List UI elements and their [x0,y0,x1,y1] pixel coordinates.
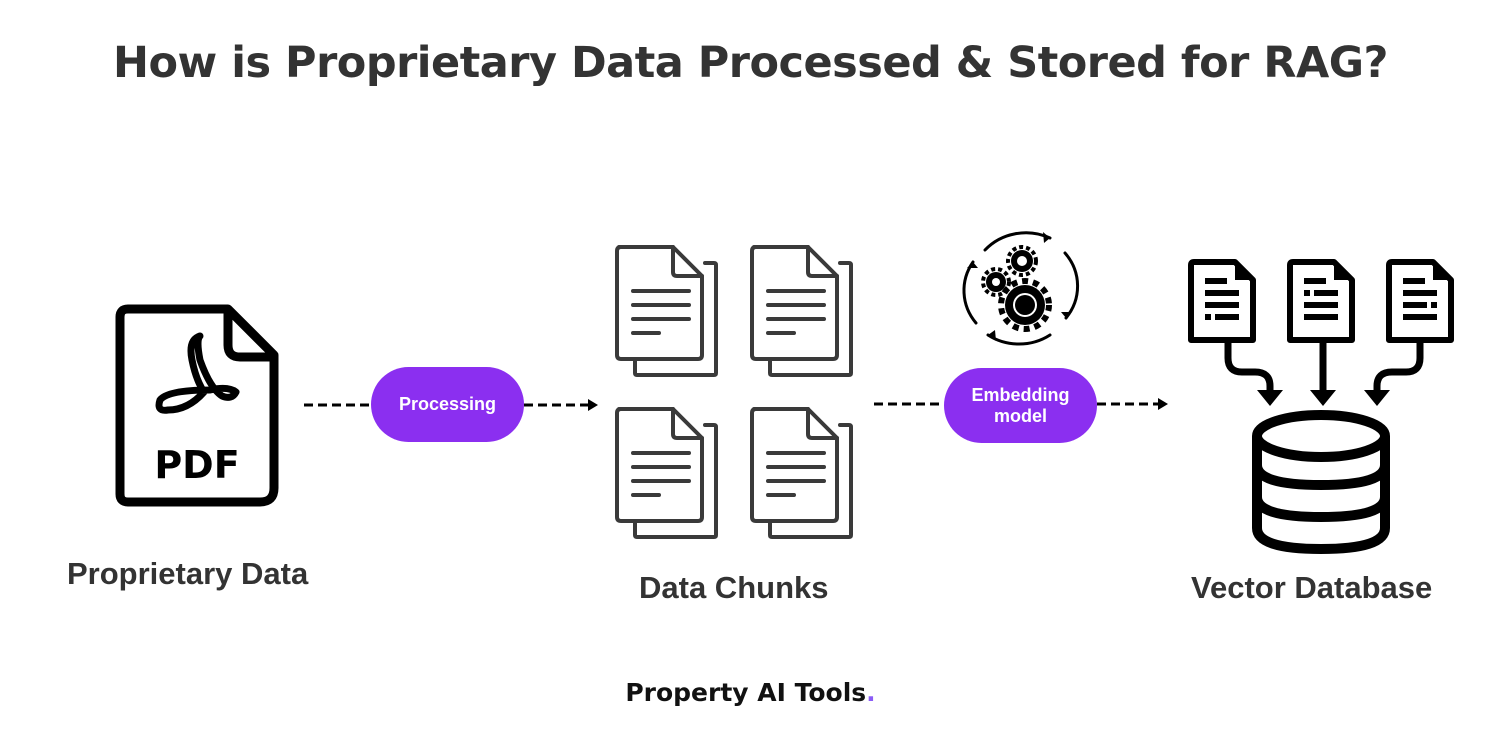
processing-label: Processing [398,394,497,414]
db-doc-2 [1287,259,1355,343]
diagram-title: How is Proprietary Data Processed & Stor… [113,38,1388,88]
chunk-doc-2 [750,245,853,377]
stage-label-vector-database: Vector Database [1191,570,1433,605]
chunk-doc-1 [615,245,718,377]
stage-label-proprietary-data: Proprietary Data [67,556,309,591]
embedding-label-line1: Embedding [971,384,1070,405]
gear-small-1 [981,267,1011,297]
embedding-model-step: Embedding model [944,368,1097,443]
gear-small-2 [1006,245,1038,277]
db-doc-3 [1386,259,1454,343]
pdf-text: PDF [154,443,239,487]
document-stack-icon [615,245,853,539]
embedding-label-line2: model [993,405,1047,426]
processing-step: Processing [371,367,524,442]
stage-label-data-chunks: Data Chunks [639,570,829,605]
chunk-doc-3 [615,407,718,539]
arrow-processing [304,399,598,411]
footer-brand: Property AI Tools. [0,678,1501,707]
db-doc-1 [1188,259,1256,343]
arrow-embedding [874,398,1168,410]
brand-dot: . [866,678,876,707]
gears-cycle-icon [962,231,1080,346]
database-icon [1188,259,1454,555]
brand-name: Property AI Tools [625,678,867,707]
gear-large [998,278,1052,332]
chunk-doc-4 [750,407,853,539]
pdf-file-icon: PDF [115,304,279,507]
